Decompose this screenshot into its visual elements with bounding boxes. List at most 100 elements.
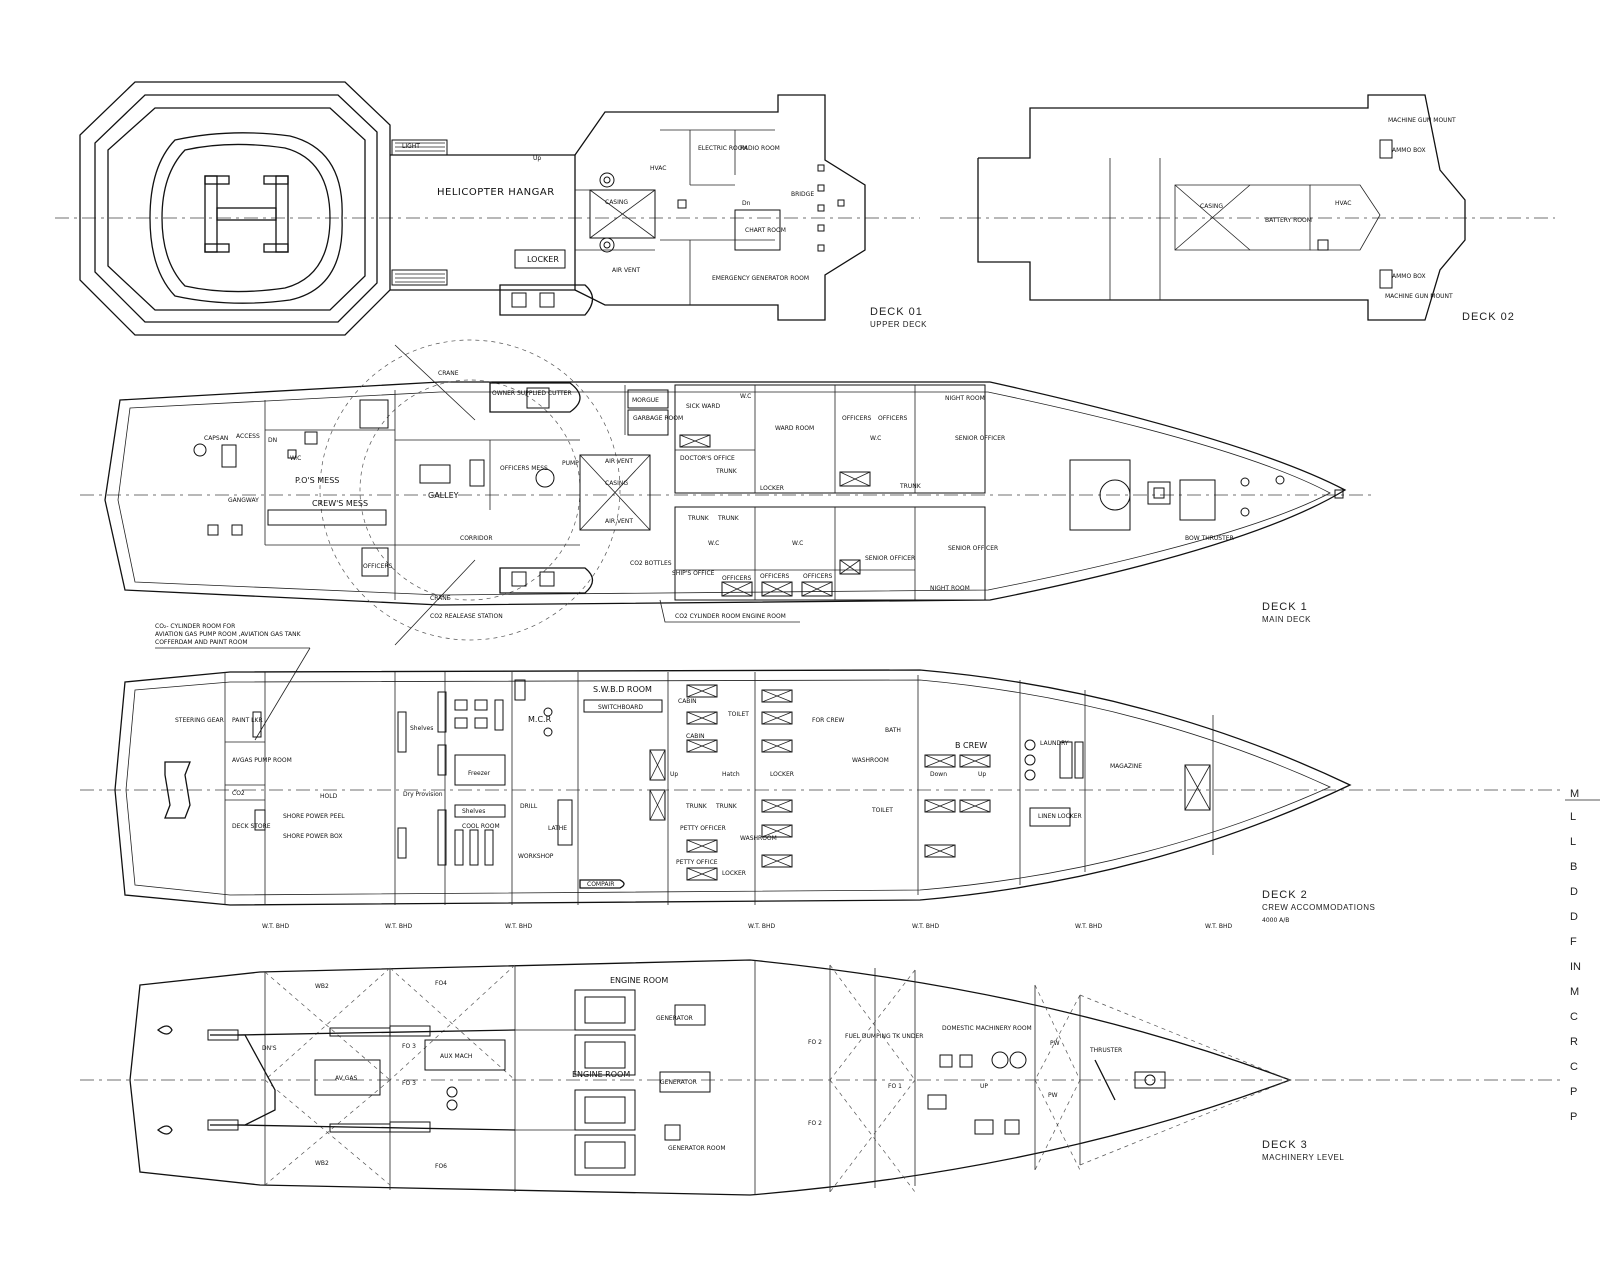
drill-label: DRILL	[520, 803, 538, 810]
officers-aft-label: OFFICERS	[363, 563, 393, 570]
capstan-label: CAPSAN	[204, 435, 228, 442]
ammo-box-top-label: AMMO BOX	[1392, 147, 1426, 154]
side-letter-10: R	[1570, 1036, 1578, 1048]
thruster-label: THRUSTER	[1089, 1047, 1122, 1054]
deck-2-subtitle: CREW ACCOMMODATIONS	[1262, 903, 1375, 912]
deck-02: CASING BATTERY ROOM HVAC MACHINE GUN MOU…	[940, 94, 1555, 323]
freezer-label: Freezer	[468, 770, 491, 777]
av-gas-label: AV GAS	[335, 1075, 357, 1082]
cabin-2-label: CABIN	[686, 733, 705, 740]
ammo-box-bot-label: AMMO BOX	[1392, 273, 1426, 280]
for-crew-label: FOR CREW	[812, 717, 844, 724]
side-letter-12: P	[1570, 1086, 1577, 1098]
officers-4-label: OFFICERS	[760, 573, 790, 580]
wt-bhd-1: W.T. BHD	[262, 923, 290, 930]
engine-blocks	[515, 989, 711, 1176]
bridge-label: BRIDGE	[791, 191, 814, 198]
trunk-3-label: TRUNK	[687, 515, 710, 522]
garbage-room-label: GARBAGE ROOM	[633, 415, 683, 422]
wb2-top-label: WB2	[315, 983, 329, 990]
generator-room-label: GENERATOR ROOM	[668, 1145, 726, 1152]
wb2-bot-label: WB2	[315, 1160, 329, 1167]
fuel-dumping-label: FUEL DUMPING TK UNDER	[845, 1033, 923, 1040]
emergency-generator-label: EMERGENCY GENERATOR ROOM	[712, 275, 809, 282]
fo2-b-label: FO 2	[808, 1120, 822, 1127]
up-2-label: Up	[670, 771, 678, 778]
crews-mess-label: CREW'S MESS	[312, 499, 368, 508]
hvac-label: HVAC	[650, 165, 666, 172]
dns-label: DN'S	[262, 1045, 277, 1052]
propeller-shafts	[156, 1025, 516, 1135]
deck-store-label: DECK STORE	[232, 823, 271, 830]
dn-aft-label: DN	[268, 437, 277, 444]
trunk-5-label: TRUNK	[685, 803, 708, 810]
side-letter-2: L	[1570, 836, 1576, 848]
locker-label: LOCKER	[527, 255, 559, 264]
up-deck3-label: UP	[980, 1083, 988, 1090]
chart-room-label: CHART ROOM	[745, 227, 786, 234]
side-letter-8: M	[1570, 986, 1579, 998]
air-vent-label: AIR VENT	[612, 267, 640, 274]
side-letter-13: P	[1570, 1111, 1577, 1123]
crane-top-label: CRANE	[438, 370, 459, 377]
side-letter-1: L	[1570, 811, 1576, 823]
deck-02-title: DECK 02	[1462, 311, 1515, 323]
casing-label: CASING	[605, 199, 628, 206]
helicopter-hangar-label: HELICOPTER HANGAR	[437, 187, 555, 198]
up-3-label: Up	[978, 771, 986, 778]
deck-2-note: 4000 A/B	[1262, 917, 1289, 924]
night-room-top-label: NIGHT ROOM	[945, 395, 985, 402]
pump-label: PUMP	[562, 460, 579, 467]
deck-01-subtitle: UPPER DECK	[870, 320, 927, 329]
side-legend-letters: M L L B D D F IN M C R C P P	[1565, 788, 1600, 1123]
wt-bhd-3: W.T. BHD	[505, 923, 533, 930]
domestic-machinery-label: DOMESTIC MACHINERY ROOM	[942, 1025, 1032, 1032]
wc-lower-2-label: W.C	[792, 540, 803, 547]
owner-cutter-label: OWNER SUPPLIED CUTTER	[492, 390, 572, 397]
aux-mach-label: AUX MACH	[440, 1053, 472, 1060]
up-label: Up	[533, 155, 541, 162]
shore-power-peel-label: SHORE POWER PEEL	[283, 813, 345, 820]
cabin-1-label: CABIN	[678, 698, 697, 705]
xbox-row-deck1	[679, 434, 871, 597]
trunk-1-label: TRUNK	[715, 468, 738, 475]
co2-note-line-2: AVIATION GAS PUMP ROOM ,AVIATION GAS TAN…	[155, 631, 302, 638]
night-room-bot-label: NIGHT ROOM	[930, 585, 970, 592]
air-vent-top-label: AIR VENT	[605, 458, 633, 465]
officers-mess-label: OFFICERS MESS	[500, 465, 548, 472]
light-label: LIGHT	[402, 143, 420, 150]
casing-1-label: CASING	[605, 480, 628, 487]
fo3-a-label: FO 3	[402, 1043, 416, 1050]
air-vent-bot-label: AIR VENT	[605, 518, 633, 525]
dry-provision-label: Dry Provision	[403, 791, 443, 798]
petty-office-label: PETTY OFFICE	[676, 859, 718, 866]
co2-note-line-1: CO₂- CYLINDER ROOM FOR	[155, 623, 235, 630]
switchboard-label: SWITCHBOARD	[598, 704, 643, 711]
washroom-2-label: WASHROOM	[740, 835, 777, 842]
trunk-6-label: TRUNK	[715, 803, 738, 810]
compair-label: COMPAIR	[587, 881, 614, 888]
gangway-label: GANGWAY	[228, 497, 259, 504]
wt-bhd-2: W.T. BHD	[385, 923, 413, 930]
side-letter-0: M	[1570, 788, 1579, 800]
deck-3-subtitle: MACHINERY LEVEL	[1262, 1153, 1344, 1162]
deck-2-title: DECK 2	[1262, 889, 1308, 901]
ships-office-label: SHIP'S OFFICE	[672, 570, 715, 577]
wt-bhd-7: W.T. BHD	[1205, 923, 1233, 930]
shelves-2-label: Shelves	[462, 808, 485, 815]
swbd-room-label: S.W.B.D ROOM	[593, 685, 652, 694]
access-label: ACCESS	[236, 433, 260, 440]
bath-label: BATH	[885, 727, 901, 734]
wc-aft-label: W.C	[290, 455, 301, 462]
co2-room-label: CO2	[232, 790, 245, 797]
workshop-label: WORKSHOP	[518, 853, 554, 860]
co2-release-label: CO2 REALEASE STATION	[430, 613, 503, 620]
shore-power-box-label: SHORE POWER BOX	[283, 833, 343, 840]
radio-room-label: RADIO ROOM	[740, 145, 780, 152]
mcr-label: M.C.R	[528, 715, 552, 724]
mg-mount-bot-label: MACHINE GUN MOUNT	[1385, 293, 1453, 300]
officers-1-label: OFFICERS	[842, 415, 872, 422]
electric-room-label: ELECTRIC ROOM	[698, 145, 748, 152]
fo6-label: FO6	[435, 1163, 447, 1170]
